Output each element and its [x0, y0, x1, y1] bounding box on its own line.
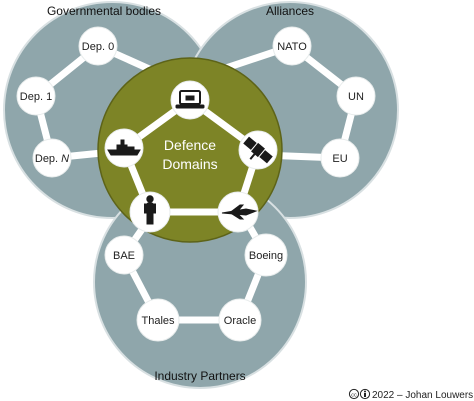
domain-cyber-node: [170, 80, 210, 120]
node-un: UN: [336, 76, 376, 116]
node-oracle-label: Oracle: [224, 315, 256, 327]
credit-text: 2022 – Johan Louwers: [372, 390, 473, 401]
industry-partners-title: Industry Partners: [154, 369, 245, 383]
node-dep-n: Dep. N: [32, 138, 72, 178]
node-bae: BAE: [104, 235, 144, 275]
domain-sea-node: [104, 128, 144, 168]
soldier-icon: [144, 195, 157, 225]
node-nato-label: NATO: [277, 41, 307, 53]
node-un-label: UN: [348, 91, 364, 103]
node-eu-label: EU: [332, 153, 347, 165]
node-oracle: Oracle: [218, 298, 262, 342]
center-title-line2: Domains: [162, 156, 217, 172]
node-dep-n-label: Dep. N: [35, 153, 69, 165]
alliances-title: Alliances: [266, 4, 314, 18]
node-dep-1: Dep. 1: [16, 76, 56, 116]
node-eu: EU: [320, 138, 360, 178]
domain-land-node: [129, 191, 171, 233]
domain-space-node: [238, 130, 278, 170]
node-dep-n-prefix: Dep.: [35, 153, 61, 165]
node-boeing: Boeing: [244, 233, 288, 277]
node-dep-0: Dep. 0: [78, 26, 118, 66]
node-bae-label: BAE: [113, 250, 135, 262]
domain-air-node: [217, 191, 259, 233]
node-thales: Thales: [136, 298, 180, 342]
governmental-bodies-title: Governmental bodies: [47, 4, 161, 18]
node-boeing-label: Boeing: [249, 250, 283, 262]
node-dep-1-label: Dep. 1: [20, 91, 52, 103]
satellite-icon: [243, 136, 273, 164]
svg-text:cc: cc: [351, 393, 357, 399]
warship-icon: [107, 139, 141, 156]
node-dep-n-italic: N: [61, 153, 69, 165]
node-dep-0-label: Dep. 0: [82, 41, 114, 53]
laptop-icon: [175, 90, 205, 109]
center-title-line1: Defence: [164, 137, 216, 153]
aircraft-icon: [221, 204, 258, 220]
node-thales-label: Thales: [141, 315, 175, 327]
node-nato: NATO: [272, 26, 312, 66]
creative-commons-by-icon: cc: [348, 388, 371, 400]
